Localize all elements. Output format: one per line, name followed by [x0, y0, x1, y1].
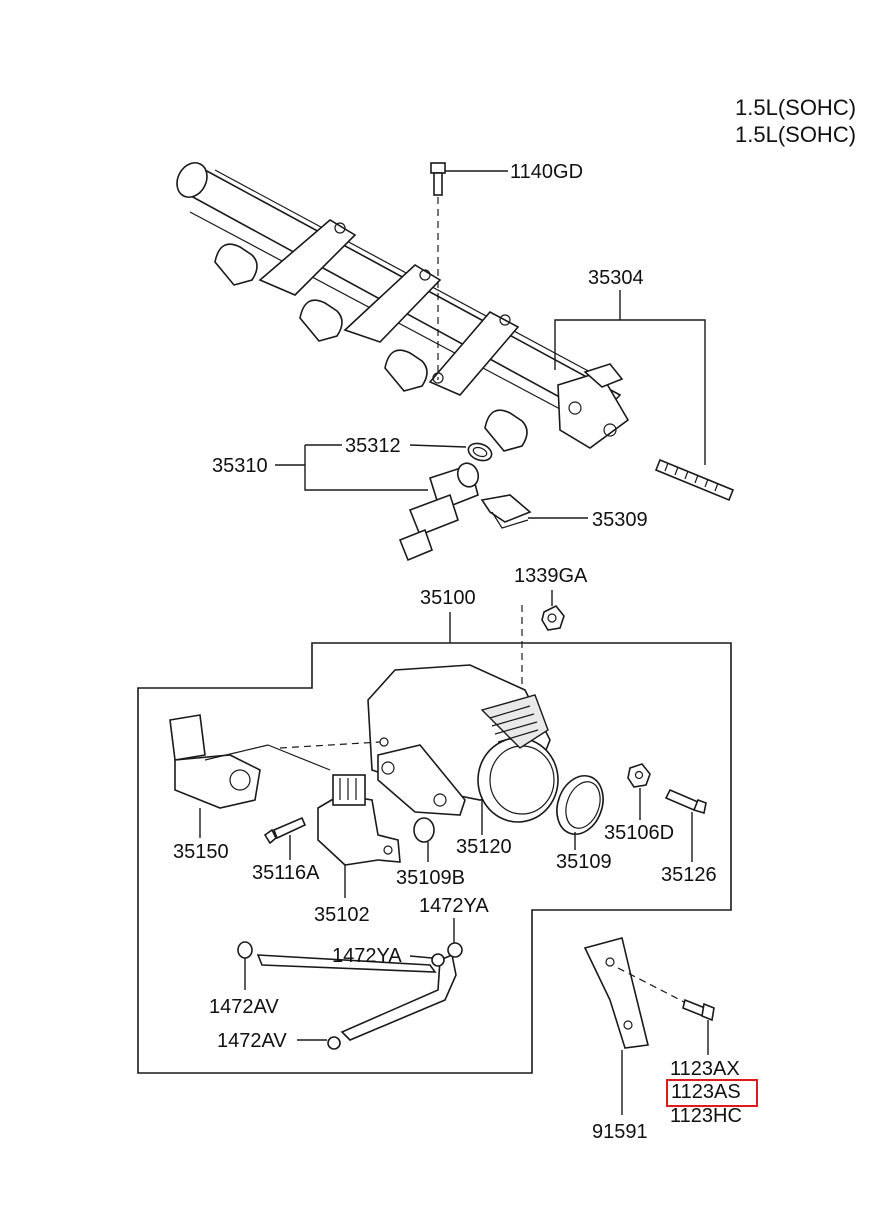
- stud-drawing: [654, 458, 735, 502]
- part-label-1123hc[interactable]: 1123HC: [670, 1105, 742, 1127]
- part-label-1472ya-lower[interactable]: 1472YA: [332, 945, 402, 967]
- part-label-35150[interactable]: 35150: [173, 841, 229, 863]
- hoses-drawing: [237, 918, 463, 1050]
- bolt-35126-drawing: [664, 788, 707, 862]
- part-label-35309[interactable]: 35309: [592, 509, 648, 531]
- actuator-35102-drawing: [317, 774, 401, 898]
- part-label-35116a[interactable]: 35116A: [252, 862, 320, 884]
- seal-35109-drawing: [556, 775, 604, 850]
- part-label-1339ga[interactable]: 1339GA: [514, 565, 588, 587]
- leader-35304: [554, 290, 706, 465]
- bracket-91591-drawing: [583, 937, 715, 1115]
- engine-spec-line-2: 1.5L(SOHC): [735, 122, 857, 147]
- part-label-35120[interactable]: 35120: [456, 836, 512, 858]
- nut-35106d-drawing: [627, 763, 651, 820]
- injector-35310-drawing: [275, 444, 480, 562]
- part-label-35109[interactable]: 35109: [556, 851, 612, 873]
- engine-spec-line-1: 1.5L(SOHC): [735, 95, 857, 120]
- screw-35116a-drawing: [263, 816, 307, 860]
- throttle-body-assembly-box: [137, 642, 732, 1074]
- part-label-35126[interactable]: 35126: [661, 864, 717, 886]
- o-ring-35312-drawing: [409, 442, 493, 462]
- fuel-rail-drawing: [176, 162, 630, 452]
- part-label-35102[interactable]: 35102: [314, 904, 370, 926]
- part-label-35312[interactable]: 35312: [345, 435, 401, 457]
- clip-35309-drawing: [480, 494, 588, 529]
- part-label-1472av-lower[interactable]: 1472AV: [217, 1030, 287, 1052]
- part-label-1140gd[interactable]: 1140GD: [510, 161, 584, 183]
- part-label-35109b[interactable]: 35109B: [396, 867, 465, 889]
- part-label-1123ax[interactable]: 1123AX: [670, 1058, 740, 1080]
- cap-35109b-drawing: [413, 817, 435, 862]
- part-label-35100[interactable]: 35100: [420, 587, 476, 609]
- part-label-1472av-upper[interactable]: 1472AV: [209, 996, 279, 1018]
- nut-1339ga-drawing: [521, 590, 565, 700]
- part-label-1123as[interactable]: 1123AS: [671, 1081, 741, 1103]
- part-label-35310[interactable]: 35310: [212, 455, 268, 477]
- throttle-body-35120-drawing: [367, 664, 559, 835]
- bolt-1140gd-drawing: [430, 162, 508, 380]
- part-label-35106d[interactable]: 35106D: [604, 822, 675, 844]
- part-label-1472ya-upper[interactable]: 1472YA: [419, 895, 489, 917]
- highlight-box-1123as: [666, 1079, 758, 1107]
- sensor-35150-drawing: [169, 714, 381, 838]
- part-label-91591[interactable]: 91591: [592, 1121, 648, 1143]
- part-label-35304[interactable]: 35304: [588, 267, 644, 289]
